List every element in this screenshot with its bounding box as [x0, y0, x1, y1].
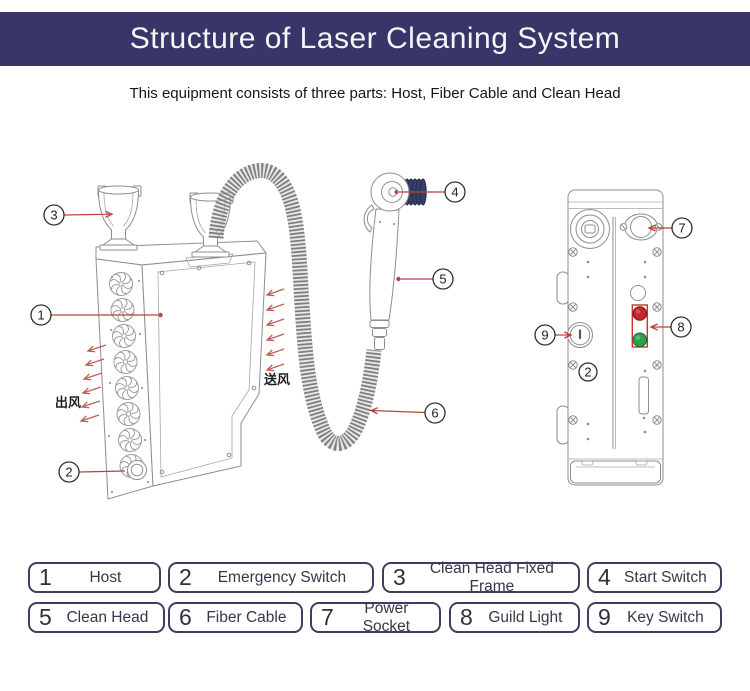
svg-text:2: 2 — [584, 365, 591, 380]
legend-item-fiber-cable: 6 Fiber Cable — [168, 602, 303, 633]
subtitle: This equipment consists of three parts: … — [129, 85, 621, 102]
callout-4: 4 — [444, 181, 466, 203]
legend-label: Fiber Cable — [206, 608, 287, 626]
air-out-label: 出风 — [55, 395, 81, 410]
panel-slot — [638, 376, 649, 415]
legend-item-clean-head-fixed-frame: 3 Clean Head Fixed Frame — [382, 559, 580, 595]
legend-item-power-socket: 7 Power Socket — [310, 599, 441, 635]
header-banner: Structure of Laser Cleaning System — [0, 12, 750, 66]
callouts: 1 2 3 4 5 6 7 — [30, 181, 693, 483]
svg-text:7: 7 — [678, 221, 685, 236]
back-panel-view — [556, 189, 664, 486]
legend-label: Host — [89, 568, 122, 586]
legend-label: Clean Head — [66, 608, 149, 626]
air-in-label: 送风 — [263, 372, 290, 387]
legend-num: 9 — [598, 604, 611, 630]
air-in-arrows — [265, 288, 285, 372]
cable-gland — [570, 209, 610, 249]
legend-item-guild-light: 8 Guild Light — [449, 602, 580, 633]
legend-label: Power Socket — [362, 599, 411, 635]
callout-5: 5 — [432, 268, 454, 290]
legend-item-key-switch: 9 Key Switch — [587, 602, 722, 633]
callout-1: 1 — [30, 304, 52, 326]
clean-head — [363, 172, 427, 350]
callout-9: 9 — [534, 324, 556, 346]
svg-text:6: 6 — [431, 406, 438, 421]
guide-light — [631, 304, 648, 348]
legend-item-emergency-switch: 2 Emergency Switch — [168, 562, 374, 593]
legend-item-host: 1 Host — [28, 562, 161, 593]
callout-8: 8 — [670, 316, 692, 338]
legend-label: Start Switch — [624, 568, 707, 586]
legend-num: 6 — [179, 604, 192, 630]
legend-label: Clean Head Fixed Frame — [429, 559, 554, 595]
legend-num: 4 — [598, 564, 611, 590]
legend-num: 1 — [39, 564, 52, 590]
fiber-cable-hose — [208, 163, 382, 451]
svg-text:8: 8 — [677, 320, 684, 335]
legend-num: 3 — [393, 564, 406, 590]
callout-3: 3 — [43, 204, 65, 226]
legend-label: Key Switch — [627, 608, 704, 626]
emergency-switch-knob — [127, 460, 147, 480]
page-title: Structure of Laser Cleaning System — [129, 22, 621, 55]
svg-text:4: 4 — [451, 185, 458, 200]
callout-2: 2 — [58, 461, 80, 483]
svg-text:5: 5 — [439, 272, 446, 287]
panel-callout-2: 2 — [578, 362, 598, 382]
svg-text:9: 9 — [541, 328, 548, 343]
legend-label: Emergency Switch — [217, 568, 347, 586]
svg-text:2: 2 — [65, 465, 72, 480]
legend-label: Guild Light — [488, 608, 563, 626]
holder-left — [97, 185, 142, 251]
legend-num: 8 — [460, 604, 473, 630]
air-out-arrows — [79, 344, 107, 423]
callout-6: 6 — [424, 402, 446, 424]
legend-item-clean-head: 5 Clean Head — [28, 602, 165, 633]
legend-num: 7 — [321, 604, 334, 630]
legend-item-start-switch: 4 Start Switch — [587, 562, 722, 593]
key-switch — [567, 322, 593, 348]
svg-text:1: 1 — [37, 308, 44, 323]
svg-text:3: 3 — [50, 208, 57, 223]
host-unit — [95, 240, 267, 500]
legend-num: 2 — [179, 564, 192, 590]
callout-7: 7 — [671, 217, 693, 239]
legend-num: 5 — [39, 604, 52, 630]
